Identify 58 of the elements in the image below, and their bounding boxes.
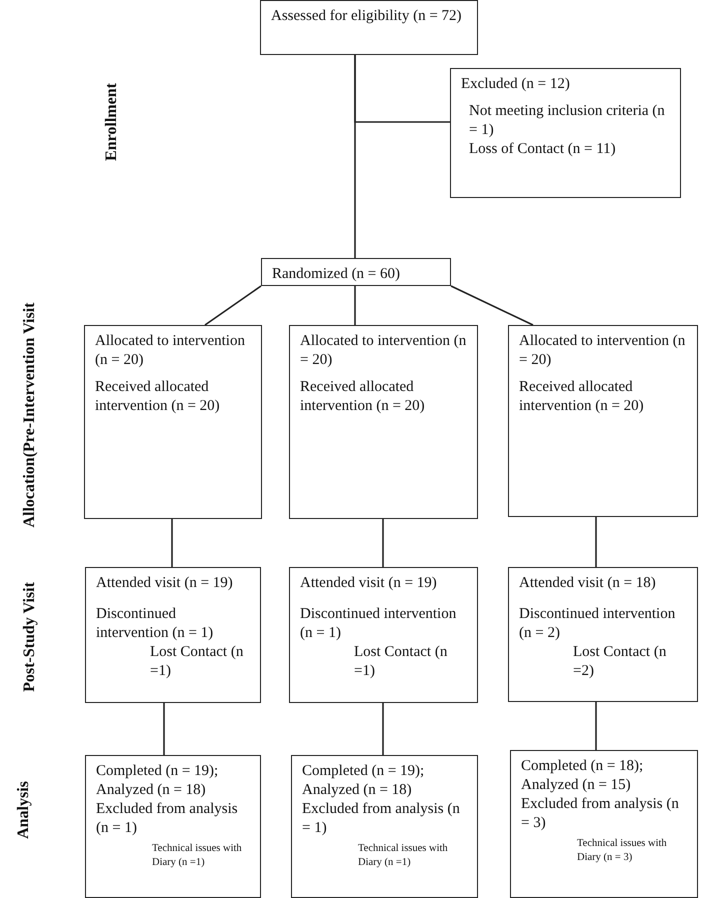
flow-box — [289, 325, 478, 519]
flow-box — [85, 567, 261, 703]
box-heading: Attended visit (n = 18) — [519, 574, 657, 593]
connector-line — [354, 286, 356, 325]
box-text: Not meeting inclusion criteria (n = 1) — [469, 102, 666, 140]
flow-box — [84, 325, 262, 519]
stage-label: Allocation(Pre-Intervention Visit — [21, 302, 39, 528]
box-text: Received allocated intervention (n = 20) — [300, 378, 426, 416]
box-text: Loss of Contact (n = 11) — [469, 140, 617, 159]
stage-label: Enrollment — [103, 83, 121, 161]
flow-box — [260, 0, 478, 55]
connector-line — [595, 702, 597, 750]
box-heading: Randomized (n = 60) — [272, 265, 402, 284]
box-text: Lost Contact (n =1) — [354, 643, 448, 681]
box-heading: Allocated to intervention (n = 20) — [300, 332, 467, 370]
connector-line — [354, 55, 450, 123]
box-heading: Assessed for eligibility (n = 72) — [271, 7, 463, 26]
flow-box — [291, 755, 478, 898]
flow-box — [289, 567, 478, 703]
box-text: Received allocated intervention (n = 20) — [95, 378, 221, 416]
box-text: Discontinued intervention (n = 2) — [519, 605, 676, 643]
connector-line — [382, 519, 384, 567]
box-text: Analyzed (n = 18) — [96, 781, 207, 800]
box-text: Excluded from analysis (n = 1) — [96, 800, 239, 838]
connector-line — [382, 703, 384, 755]
box-heading: Completed (n = 19); — [302, 762, 426, 781]
box-text: Analyzed (n = 18) — [302, 781, 413, 800]
box-heading: Attended visit (n = 19) — [300, 574, 438, 593]
box-text: Technical issues with Diary (n =1) — [152, 842, 243, 870]
box-text: Analyzed (n = 15) — [521, 776, 632, 795]
flow-box — [85, 755, 261, 898]
box-text: Technical issues with Diary (n = 3) — [577, 837, 668, 865]
connector-line — [450, 285, 534, 326]
box-text: Excluded from analysis (n = 3) — [521, 795, 680, 833]
box-text: Lost Contact (n =2) — [573, 643, 668, 681]
stage-label: Analysis — [15, 781, 33, 839]
box-heading: Excluded (n = 12) — [461, 75, 571, 94]
box-text: Discontinued intervention (n = 1) — [300, 605, 458, 643]
box-heading: Allocated to intervention (n = 20) — [95, 332, 246, 370]
box-heading: Allocated to intervention (n = 20) — [519, 332, 686, 370]
box-text: Technical issues with Diary (n =1) — [358, 842, 449, 870]
box-text: Excluded from analysis (n = 1) — [302, 800, 461, 838]
flow-box — [510, 750, 698, 898]
connector-line — [163, 703, 165, 755]
box-heading: Attended visit (n = 19) — [96, 574, 234, 593]
box-heading: Completed (n = 19); — [96, 762, 220, 781]
box-text: Received allocated intervention (n = 20) — [519, 378, 645, 416]
flow-box — [508, 325, 698, 517]
flow-box — [508, 567, 698, 702]
connector-line — [171, 519, 173, 567]
box-text: Discontinued intervention (n = 1) — [96, 605, 214, 643]
connector-line — [204, 285, 262, 326]
box-text: Lost Contact (n =1) — [150, 643, 244, 681]
flow-box — [450, 68, 681, 198]
box-heading: Completed (n = 18); — [521, 757, 644, 776]
connector-line — [595, 517, 597, 567]
flow-box — [261, 258, 451, 286]
stage-label: Post-Study Visit — [21, 582, 39, 692]
